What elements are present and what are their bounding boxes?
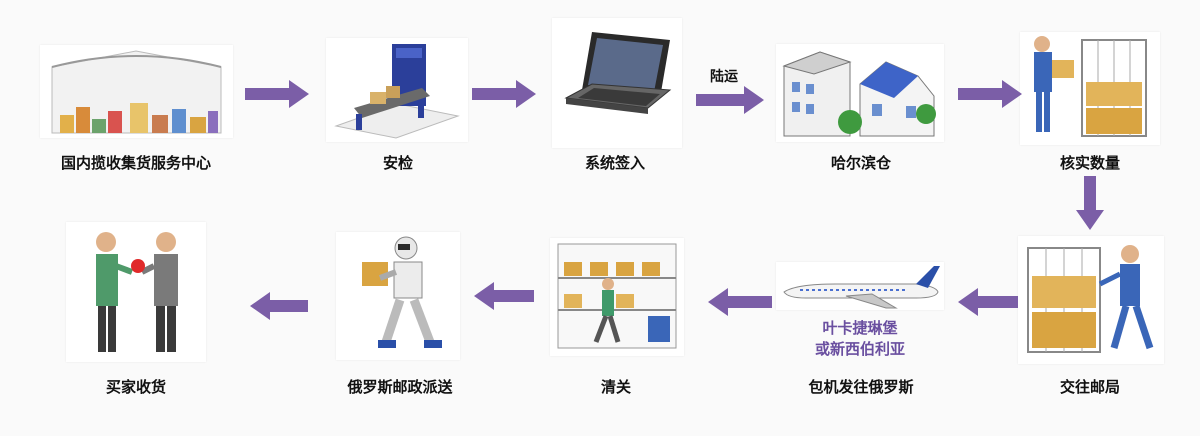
- arrow-checkin-to-harbin: [696, 86, 764, 114]
- buyer-receives-image: [66, 222, 206, 362]
- route-note: 叶卡捷琳堡 或新西伯利亚: [815, 318, 905, 360]
- edge-label-land-transport: 陆运: [710, 69, 738, 85]
- arrow-delivery-to-buyer: [250, 292, 308, 320]
- arrow-verify-to-post: [1076, 176, 1104, 230]
- buildings-icon: [782, 51, 936, 137]
- step-label-harbin-warehouse: 哈尔滨仓: [830, 154, 892, 172]
- step-label-verify-quantity: 核实数量: [1059, 154, 1121, 172]
- shelves-icon: [557, 243, 677, 349]
- charter-flight-image: [776, 262, 944, 310]
- warehouse-image: [40, 45, 233, 138]
- airplane-icon: [783, 266, 940, 309]
- handover-icon: [96, 232, 178, 352]
- step-label-security-check: 安检: [382, 154, 414, 172]
- robot-courier-icon: [362, 236, 442, 348]
- arrow-harbin-to-verify: [958, 80, 1022, 108]
- arrow-post-to-flight: [958, 288, 1018, 316]
- route-note-line2: 或新西伯利亚: [814, 340, 906, 358]
- arrow-collection-to-security: [245, 80, 309, 108]
- step-label-buyer-receives: 买家收货: [105, 378, 167, 396]
- worker-push-cart-icon: [1027, 245, 1154, 353]
- step-label-charter-flight: 包机发往俄罗斯: [808, 378, 914, 396]
- security-check-image: [326, 38, 468, 142]
- customs-clearance-image: [550, 238, 684, 356]
- step-label-russian-post-delivery: 俄罗斯邮政派送: [347, 378, 453, 396]
- arrow-flight-to-customs: [708, 288, 772, 316]
- worker-cart-icon: [1034, 36, 1147, 137]
- step-label-collection-center: 国内揽收集货服务中心: [60, 154, 212, 172]
- harbin-warehouse-image: [776, 44, 944, 142]
- route-note-line1: 叶卡捷琳堡: [822, 319, 898, 337]
- hand-to-post-image: [1018, 236, 1164, 364]
- xray-scanner-icon: [334, 44, 460, 139]
- russian-post-delivery-image: [336, 232, 460, 360]
- step-label-customs-clearance: 清关: [600, 378, 632, 396]
- step-label-hand-to-post: 交往邮局: [1059, 378, 1121, 396]
- arrow-customs-to-delivery: [474, 282, 534, 310]
- arrow-security-to-checkin: [472, 80, 536, 108]
- system-checkin-image: [552, 18, 682, 148]
- laptop-icon: [564, 32, 672, 114]
- verify-quantity-image: [1020, 32, 1160, 145]
- warehouse-icon: [51, 50, 222, 134]
- step-label-system-checkin: 系统签入: [584, 154, 646, 172]
